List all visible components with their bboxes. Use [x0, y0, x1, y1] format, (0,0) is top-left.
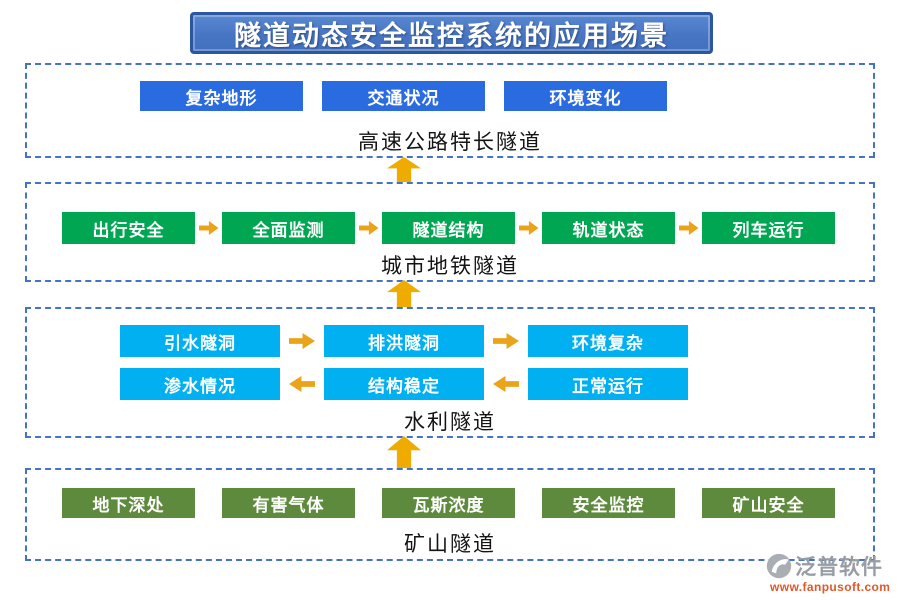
arrow-right-icon — [358, 221, 379, 235]
node-water-diversion-tunnel: 引水隧洞 — [120, 325, 280, 357]
water-node-row-bottom: 渗水情况 结构稳定 正常运行 — [120, 368, 688, 400]
node-full-monitoring: 全面监测 — [222, 212, 355, 244]
section-label-highway: 高速公路特长隧道 — [358, 130, 542, 154]
node-safety-monitoring: 安全监控 — [542, 488, 675, 518]
node-traffic-conditions: 交通状况 — [322, 81, 485, 111]
node-complex-environment: 环境复杂 — [528, 325, 688, 357]
vendor-logo: 泛普软件 www.fanpusoft.com — [766, 551, 898, 594]
arrow-right-icon — [493, 333, 519, 349]
node-environment-change: 环境变化 — [504, 81, 667, 111]
section-water-tunnel: 引水隧洞 排洪隧洞 环境复杂 渗水情况 结构稳定 正常运行 水利隧道 — [25, 307, 875, 438]
highway-node-row: 复杂地形 交通状况 环境变化 — [140, 81, 667, 111]
node-complex-terrain: 复杂地形 — [140, 81, 303, 111]
arrow-left-icon — [493, 376, 519, 392]
node-tunnel-structure: 隧道结构 — [382, 212, 515, 244]
node-structural-stability: 结构稳定 — [324, 368, 484, 400]
node-gas-concentration: 瓦斯浓度 — [382, 488, 515, 518]
arrow-right-icon — [518, 221, 539, 235]
section-label-metro: 城市地铁隧道 — [381, 254, 519, 278]
page-title: 隧道动态安全监控系统的应用场景 — [190, 12, 713, 54]
node-deep-underground: 地下深处 — [62, 488, 195, 518]
page-title-text: 隧道动态安全监控系统的应用场景 — [234, 20, 669, 51]
section-label-mine: 矿山隧道 — [404, 532, 496, 556]
water-node-row-top: 引水隧洞 排洪隧洞 环境复杂 — [120, 325, 688, 357]
section-metro-tunnel: 出行安全 全面监测 隧道结构 轨道状态 列车运行 城市地铁隧道 — [25, 182, 875, 282]
up-arrow-icon — [387, 280, 421, 309]
arrow-right-icon — [198, 221, 219, 235]
arrow-left-icon — [289, 376, 315, 392]
node-seepage-condition: 渗水情况 — [120, 368, 280, 400]
mine-node-row: 地下深处 有害气体 瓦斯浓度 安全监控 矿山安全 — [62, 488, 835, 518]
node-mine-safety: 矿山安全 — [702, 488, 835, 518]
section-mine-tunnel: 地下深处 有害气体 瓦斯浓度 安全监控 矿山安全 矿山隧道 — [25, 468, 875, 561]
section-label-water: 水利隧道 — [404, 410, 496, 434]
node-travel-safety: 出行安全 — [62, 212, 195, 244]
section-highway-tunnel: 复杂地形 交通状况 环境变化 高速公路特长隧道 — [25, 63, 875, 158]
up-arrow-icon — [387, 436, 421, 470]
arrow-right-icon — [678, 221, 699, 235]
node-train-operation: 列车运行 — [702, 212, 835, 244]
metro-node-row: 出行安全 全面监测 隧道结构 轨道状态 列车运行 — [62, 212, 835, 244]
vendor-logo-brand: 泛普软件 — [795, 556, 883, 579]
vendor-logo-url: www.fanpusoft.com — [770, 580, 891, 594]
node-track-status: 轨道状态 — [542, 212, 675, 244]
node-flood-discharge-tunnel: 排洪隧洞 — [324, 325, 484, 357]
fanpu-logo-icon — [766, 553, 792, 579]
arrow-right-icon — [289, 333, 315, 349]
up-arrow-icon — [387, 157, 421, 184]
node-normal-operation: 正常运行 — [528, 368, 688, 400]
node-harmful-gas: 有害气体 — [222, 488, 355, 518]
